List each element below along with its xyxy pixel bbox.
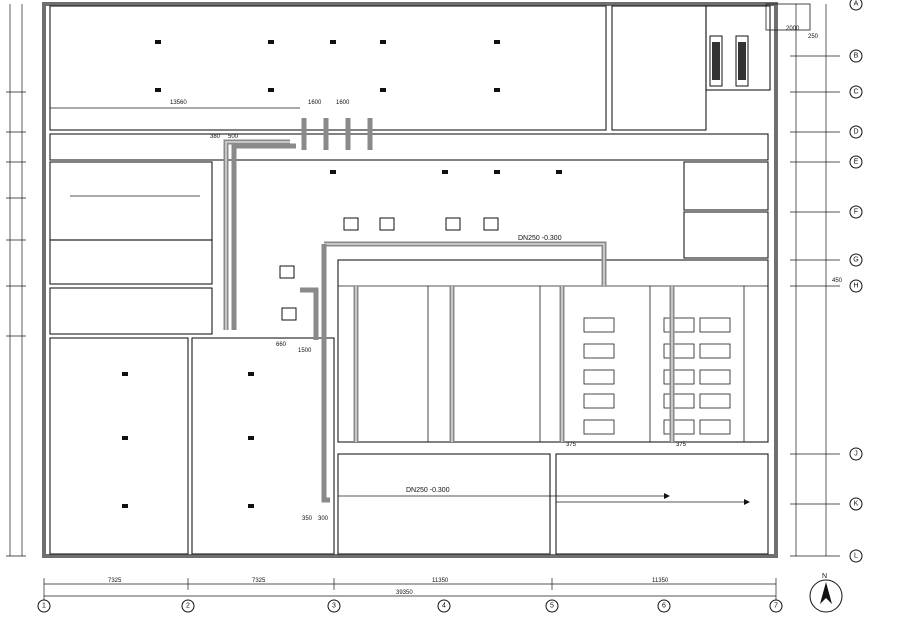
svg-text:B: B [854, 53, 859, 60]
pipe-label-top: DN250 -0.300 [518, 235, 562, 242]
svg-text:7: 7 [774, 603, 778, 610]
dim-bottom-total: 39350 [396, 590, 413, 596]
svg-text:E: E [854, 159, 859, 166]
room-top-middle [611, 5, 707, 131]
room-left-2 [49, 239, 213, 285]
dim-bottom-4: 11350 [652, 578, 669, 584]
dim-bottom-2: 7325 [252, 578, 266, 584]
svg-text:D: D [853, 129, 858, 136]
outer-wall [42, 2, 778, 558]
dim-offset-1: 350 [302, 516, 313, 522]
basin-bottom-left [337, 453, 551, 555]
svg-text:J: J [854, 451, 858, 458]
dim-mid-1: 660 [276, 342, 287, 348]
dim-bottom-1: 7325 [108, 578, 122, 584]
left-dimension-chain [6, 4, 26, 557]
dim-top-small-1: 1600 [308, 100, 322, 106]
column-markers [122, 40, 562, 508]
dim-mid-2: 1500 [298, 348, 312, 354]
corridor [49, 133, 769, 161]
dim-gap-1: 375 [566, 442, 577, 448]
north-arrow: N [809, 573, 843, 613]
room-top-right [705, 5, 771, 91]
svg-text:5: 5 [550, 603, 554, 610]
storage-tanks [709, 35, 749, 87]
right-dimension-chain [790, 4, 840, 557]
basin-bottom-right [555, 453, 769, 555]
room-left-bottom-1 [49, 337, 189, 555]
dim-top-right-1: 2000 [786, 26, 800, 32]
dim-top-right-2: 250 [808, 34, 819, 40]
svg-text:L: L [854, 553, 858, 560]
dim-bottom-3: 11350 [432, 578, 449, 584]
dim-offset-2: 300 [318, 516, 329, 522]
north-label: N [822, 573, 827, 580]
svg-text:H: H [853, 283, 858, 290]
room-left-1 [49, 161, 213, 241]
svg-text:G: G [853, 257, 858, 264]
dim-left-room: 13560 [170, 100, 187, 106]
dim-gap-2: 375 [676, 442, 687, 448]
equipment-grid [583, 317, 731, 435]
basin-area [337, 259, 769, 443]
pipe-label-bottom: DN250 -0.300 [406, 487, 450, 494]
dim-top-small-2: 1600 [336, 100, 350, 106]
svg-text:K: K [854, 501, 859, 508]
room-top-left [49, 5, 607, 131]
room-left-3 [49, 287, 213, 335]
svg-text:F: F [854, 209, 858, 216]
grid-bubbles-bottom: 1 2 3 4 5 6 7 [37, 599, 783, 613]
pumps [279, 217, 499, 321]
svg-text:4: 4 [442, 603, 446, 610]
svg-text:C: C [853, 89, 858, 96]
svg-text:A: A [854, 1, 859, 8]
dim-right-total: 450 [832, 278, 843, 284]
room-right-2 [683, 211, 769, 259]
svg-text:2: 2 [186, 603, 190, 610]
room-right-1 [683, 161, 769, 211]
room-left-bottom-2 [191, 337, 335, 555]
room-top-right-box [765, 3, 811, 31]
svg-text:6: 6 [662, 603, 666, 610]
dim-pipe-1: 380 [210, 134, 221, 140]
bottom-dimension-chain [43, 578, 777, 600]
dim-pipe-2: 500 [228, 134, 239, 140]
svg-text:1: 1 [42, 603, 46, 610]
svg-text:3: 3 [332, 603, 336, 610]
pipe-network [223, 118, 675, 503]
grid-bubbles-right: A B C D E F G H J K L [849, 0, 863, 563]
